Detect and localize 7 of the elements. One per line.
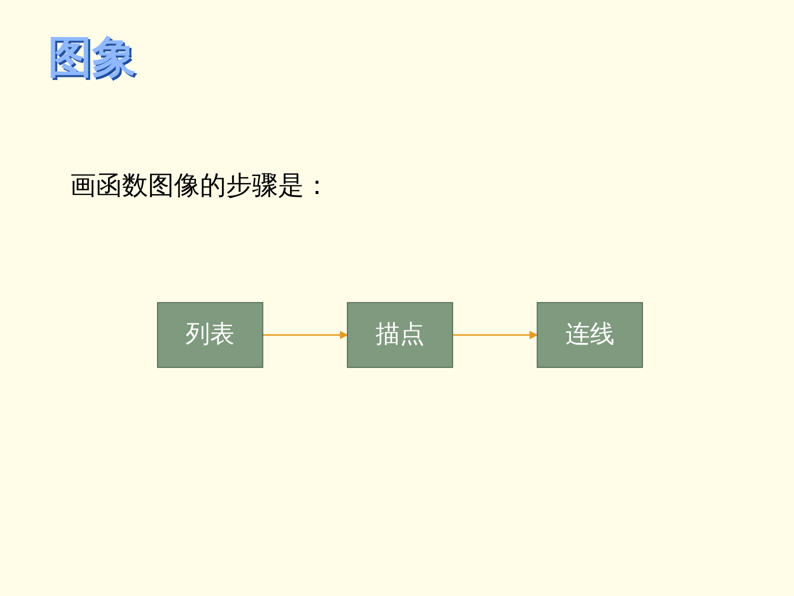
intro-text: 画函数图像的步骤是：: [70, 170, 330, 203]
arrow: [452, 330, 538, 340]
node-box: 描点: [346, 302, 454, 368]
node-box: 列表: [157, 302, 264, 368]
arrow: [262, 330, 348, 340]
slide-title: 图象: [48, 31, 136, 85]
node-box: 连线: [536, 302, 643, 368]
